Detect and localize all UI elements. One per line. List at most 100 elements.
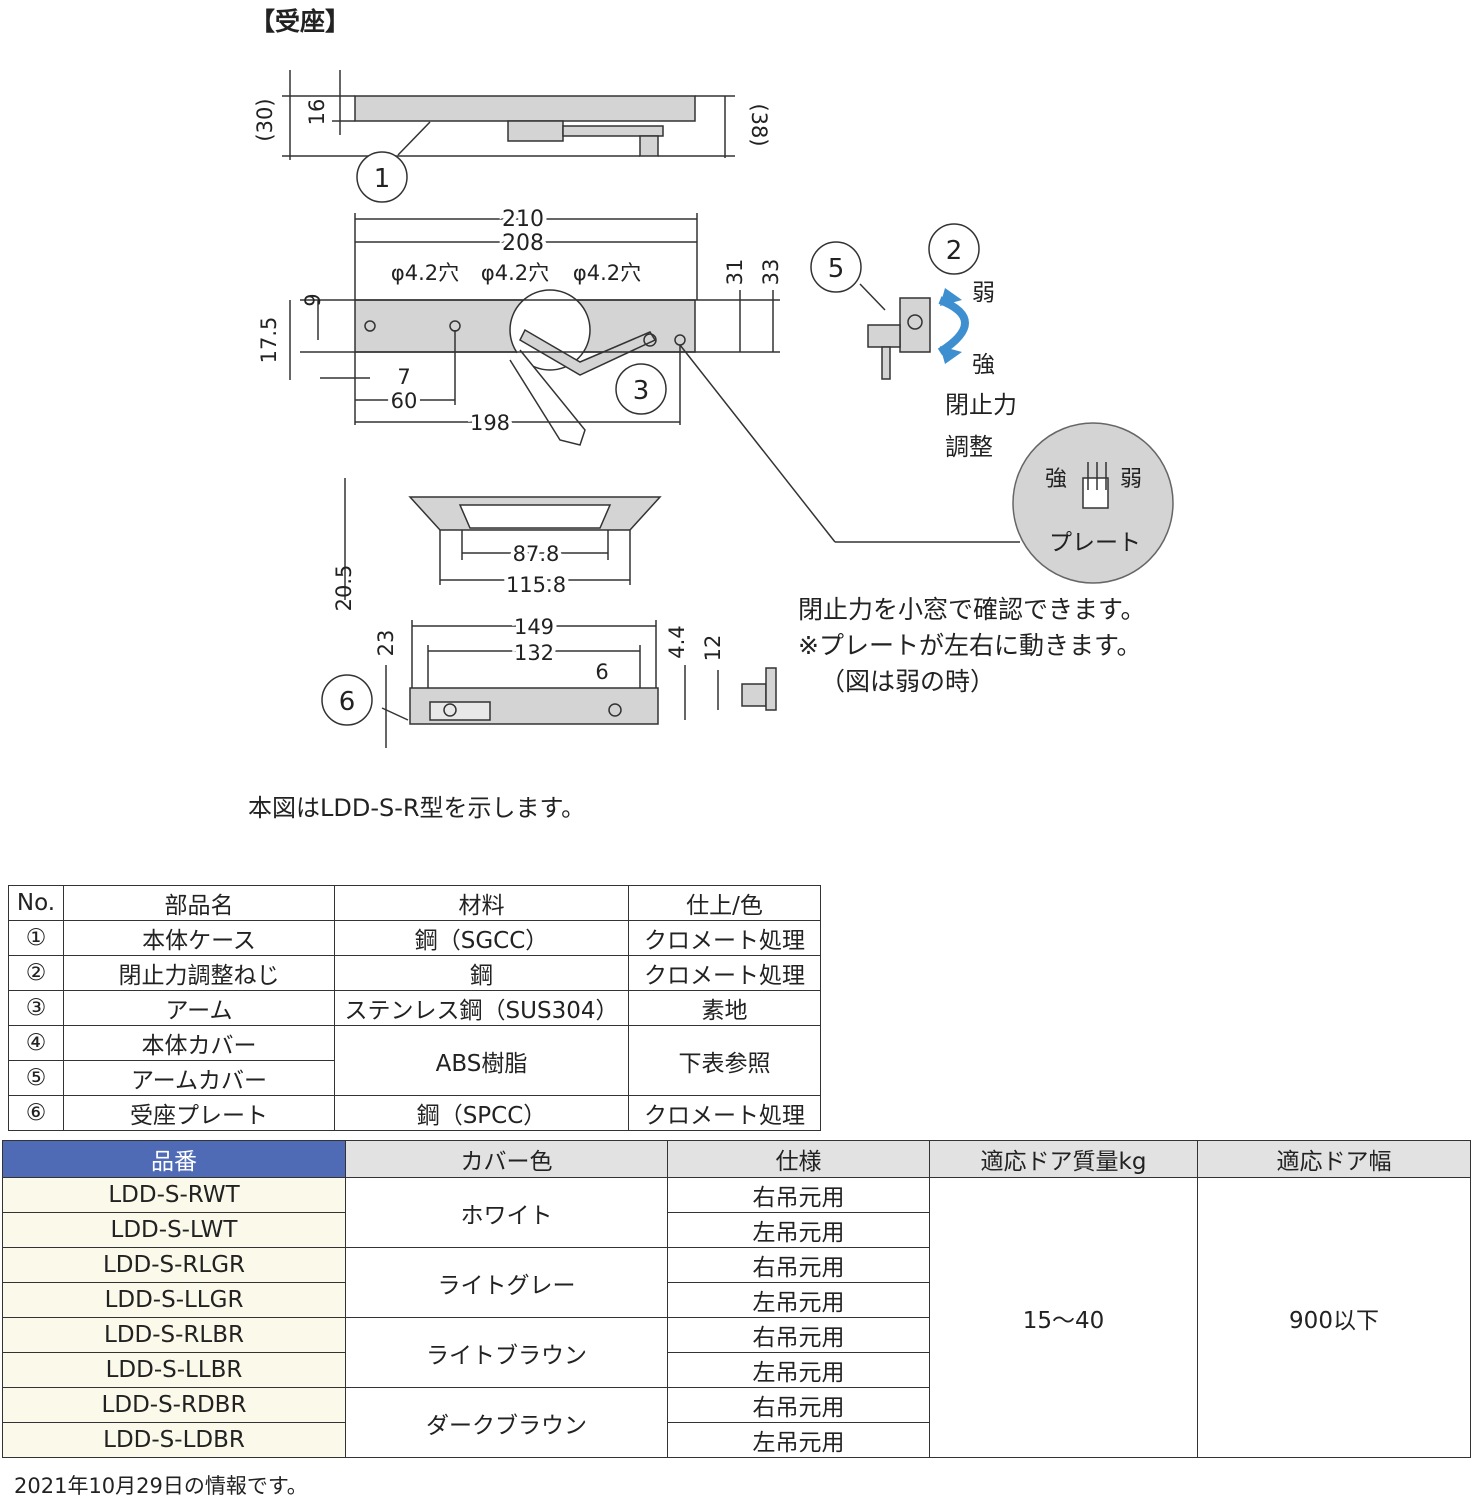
- col-door-width: 適応ドア幅: [1197, 1140, 1471, 1178]
- part-number: LDD-S-LWT: [2, 1212, 346, 1248]
- dim-87-8: 87.8: [513, 542, 560, 566]
- table-row: LDD-S-RLGR ライトグレー 右吊元用: [2, 1247, 1471, 1318]
- model-table: 品番 カバー色 仕様 適応ドア質量kg 適応ドア幅 LDD-S-RWT ホワイト…: [2, 1140, 1471, 1458]
- part-number: LDD-S-LLGR: [2, 1282, 346, 1318]
- note-line-1: 閉止力を小窓で確認できます。: [798, 595, 1146, 624]
- spec: 右吊元用: [667, 1177, 930, 1213]
- part-number: LDD-S-RWT: [2, 1177, 346, 1213]
- dim-hole-1: φ4.2穴: [391, 261, 459, 285]
- dim-149: 149: [514, 615, 554, 639]
- part-finish: クロメート処理: [628, 920, 821, 956]
- col-part-number: 品番: [2, 1140, 346, 1178]
- part-no: ③: [8, 990, 64, 1026]
- parts-table: No. 部品名 材料 仕上/色 ① 本体ケース 鋼（SGCC） クロメート処理 …: [8, 885, 821, 1131]
- part-name: 受座プレート: [63, 1095, 335, 1131]
- dim-6: 6: [595, 660, 608, 684]
- adjust-label-2: 調整: [945, 433, 993, 461]
- part-name: アーム: [63, 990, 335, 1026]
- dim-4-4: 4.4: [665, 625, 689, 658]
- section-title: 【受座】: [250, 7, 351, 36]
- col-material: 材料: [334, 885, 629, 921]
- spec: 右吊元用: [667, 1317, 930, 1353]
- part-name: 本体ケース: [63, 920, 335, 956]
- part-no: ②: [8, 955, 64, 991]
- note-line-2: ※プレートが左右に動きます。: [798, 631, 1142, 660]
- dim-hole-2: φ4.2穴: [481, 261, 549, 285]
- adjust-weak-label: 弱: [972, 280, 995, 306]
- cover-color: ライトブラウン: [345, 1317, 668, 1388]
- part-finish: クロメート処理: [628, 955, 821, 991]
- callout-1: 1: [374, 164, 391, 194]
- table-row: LDD-S-RDBR ダークブラウン 右吊元用: [2, 1387, 1471, 1458]
- part-no: ⑤: [8, 1060, 64, 1096]
- window-plate-label: プレート: [1049, 530, 1141, 556]
- table-row: LDD-S-LDBR 左吊元用: [2, 1422, 1471, 1458]
- table-row: LDD-S-LLBR 左吊元用: [2, 1352, 1471, 1388]
- col-finish: 仕上/色: [628, 885, 821, 921]
- part-finish: 素地: [628, 990, 821, 1026]
- col-part-name: 部品名: [63, 885, 335, 921]
- dim-20-5: 20.5: [332, 565, 356, 612]
- door-weight: 15～40: [929, 1177, 1198, 1458]
- part-no: ④: [8, 1025, 64, 1061]
- window-strong-label: 強: [1045, 467, 1067, 492]
- part-name: 本体カバー: [63, 1025, 335, 1061]
- table-row: ⑤ アームカバー: [8, 1060, 821, 1096]
- col-no: No.: [8, 885, 64, 921]
- dim-30: (30): [253, 98, 277, 141]
- table-row: ② 閉止力調整ねじ 鋼 クロメート処理: [8, 955, 821, 991]
- part-material: 鋼: [334, 955, 629, 991]
- part-finish: 下表参照: [628, 1025, 821, 1096]
- table-row: LDD-S-RWT ホワイト 右吊元用 15～40 900以下: [2, 1177, 1471, 1458]
- dim-38: (38): [747, 103, 771, 146]
- table-row: ⑥ 受座プレート 鋼（SPCC） クロメート処理: [8, 1095, 821, 1131]
- dim-hole-3: φ4.2穴: [573, 261, 641, 285]
- part-material: 鋼（SGCC）: [334, 920, 629, 956]
- table-row: ① 本体ケース 鋼（SGCC） クロメート処理: [8, 920, 821, 956]
- cover-color: ホワイト: [345, 1177, 668, 1248]
- col-spec: 仕様: [667, 1140, 930, 1178]
- adjust-strong-label: 強: [972, 352, 995, 378]
- adjust-label-1: 閉止力: [945, 391, 1017, 419]
- dim-208: 208: [502, 231, 544, 256]
- part-finish: クロメート処理: [628, 1095, 821, 1131]
- callout-2: 2: [946, 236, 963, 266]
- part-material: ステンレス鋼（SUS304）: [334, 990, 629, 1026]
- part-number: LDD-S-LLBR: [2, 1352, 346, 1388]
- technical-drawing: 1 3 5 2 6 (30) 16 (38) 210 208 φ4.2穴 φ4.…: [253, 70, 1174, 748]
- dim-198: 198: [470, 411, 510, 435]
- part-no: ①: [8, 920, 64, 956]
- spec: 左吊元用: [667, 1282, 930, 1318]
- dim-60: 60: [391, 389, 418, 413]
- note-line-3: （図は弱の時）: [820, 667, 996, 696]
- spec: 左吊元用: [667, 1352, 930, 1388]
- dim-12: 12: [701, 635, 725, 662]
- callout-6: 6: [339, 687, 356, 717]
- table-row: ④ 本体カバー ABS樹脂 下表参照: [8, 1025, 821, 1096]
- part-material: 鋼（SPCC）: [334, 1095, 629, 1131]
- part-name: 閉止力調整ねじ: [63, 955, 335, 991]
- part-number: LDD-S-RDBR: [2, 1387, 346, 1423]
- callout-3: 3: [633, 376, 650, 406]
- cover-color: ダークブラウン: [345, 1387, 668, 1458]
- dim-210: 210: [502, 207, 544, 232]
- info-date-footer: 2021年10月29日の情報です。: [14, 1474, 308, 1498]
- door-width: 900以下: [1197, 1177, 1471, 1458]
- part-material: ABS樹脂: [334, 1025, 629, 1096]
- dim-9: 9: [301, 293, 325, 306]
- dim-115-8: 115.8: [506, 573, 566, 597]
- table-row: LDD-S-LLGR 左吊元用: [2, 1282, 1471, 1318]
- spec: 左吊元用: [667, 1422, 930, 1458]
- table-row: LDD-S-LWT 左吊元用: [2, 1212, 1471, 1248]
- dim-31: 31: [723, 259, 747, 286]
- col-cover-color: カバー色: [345, 1140, 668, 1178]
- dim-16: 16: [305, 99, 329, 126]
- part-number: LDD-S-RLGR: [2, 1247, 346, 1283]
- dim-7: 7: [397, 365, 410, 389]
- figure-note: 本図はLDD-S-R型を示します。: [248, 794, 586, 822]
- dim-33: 33: [759, 259, 783, 286]
- spec: 右吊元用: [667, 1387, 930, 1423]
- spec: 左吊元用: [667, 1212, 930, 1248]
- part-number: LDD-S-RLBR: [2, 1317, 346, 1353]
- dim-23: 23: [374, 630, 398, 657]
